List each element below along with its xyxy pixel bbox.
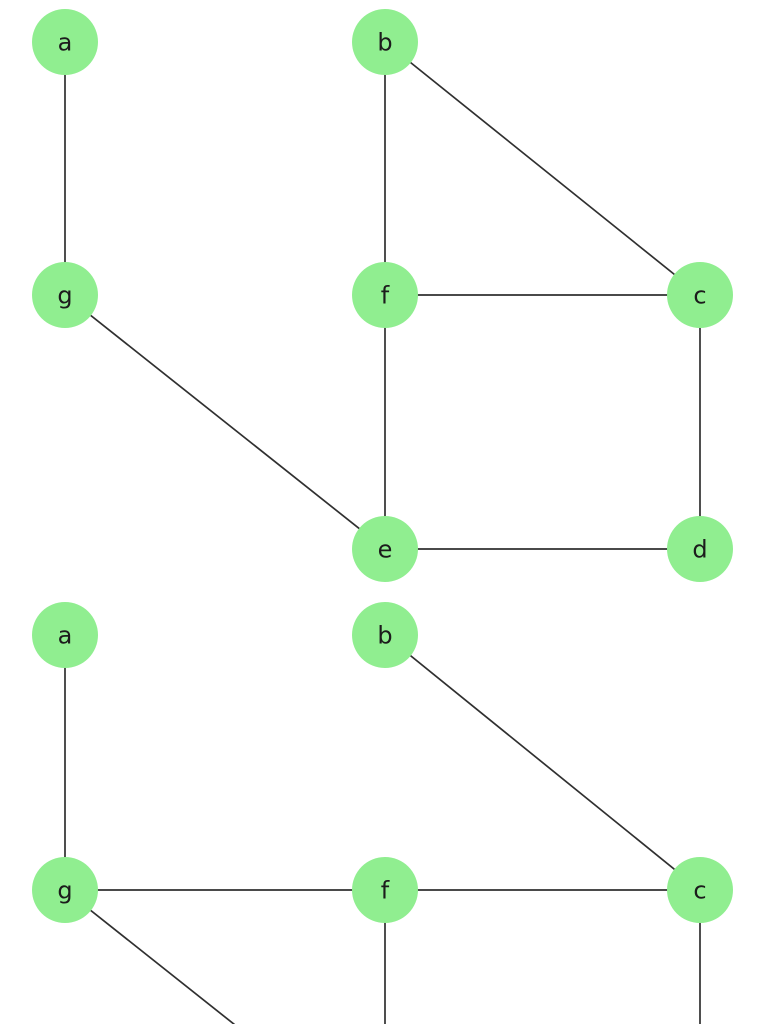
node-a [32,9,98,75]
node-d [667,516,733,582]
node-label-c: c [693,877,706,905]
node-label-g: g [57,282,72,310]
node-label-f: f [381,282,390,310]
edge-g-e [64,294,386,550]
node-g [32,262,98,328]
node-b [352,9,418,75]
node-label-f: f [381,877,390,905]
node-c [667,857,733,923]
node-a [32,602,98,668]
node-label-e: e [378,536,393,564]
edge-g-e [64,889,236,1024]
node-label-a: a [58,622,73,650]
node-label-c: c [693,282,706,310]
node-label-b: b [377,622,392,650]
edge-b-c [384,634,701,891]
node-b [352,602,418,668]
node-label-b: b [377,29,392,57]
node-f [352,262,418,328]
node-label-d: d [692,536,707,564]
edge-b-c [384,41,701,296]
node-f [352,857,418,923]
node-label-a: a [58,29,73,57]
node-c [667,262,733,328]
node-g [32,857,98,923]
top-graph: a b g f c e d [32,9,733,582]
node-e [352,516,418,582]
node-label-g: g [57,877,72,905]
